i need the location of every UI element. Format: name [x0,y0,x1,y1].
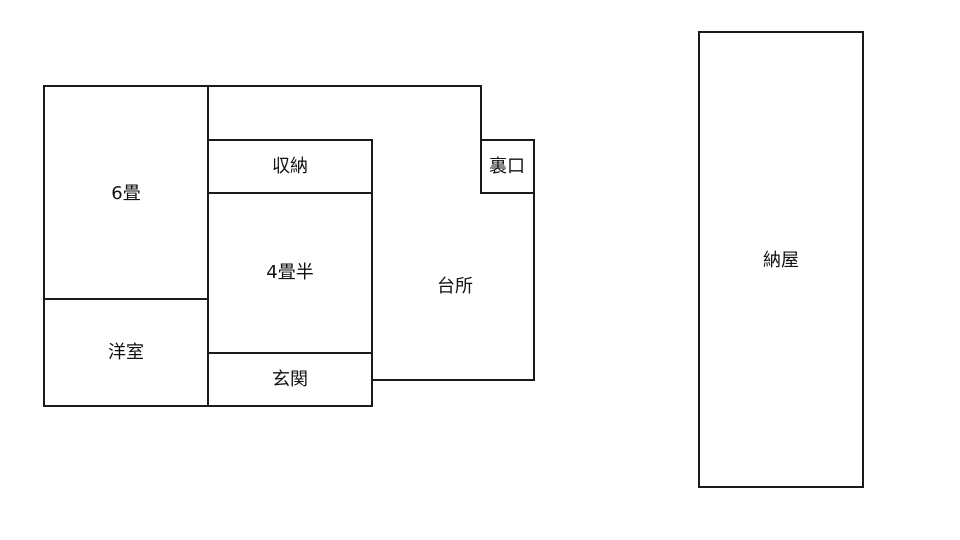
label-4johan: 4畳半 [266,262,313,283]
label-shuno: 収納 [272,156,308,177]
room-uraguchi-outline [480,139,535,194]
label-genkan: 玄関 [272,369,308,390]
room-labels: 6畳 収納 4畳半 洋室 玄関 台所 裏口 納屋 [108,156,799,390]
label-6jo: 6畳 [111,183,140,204]
label-uraguchi: 裏口 [489,156,525,177]
house-walls [43,85,535,407]
label-naya: 納屋 [763,250,799,271]
label-yoshitsu: 洋室 [108,342,144,363]
label-daidokoro: 台所 [437,276,473,297]
naya-outline [698,31,864,488]
